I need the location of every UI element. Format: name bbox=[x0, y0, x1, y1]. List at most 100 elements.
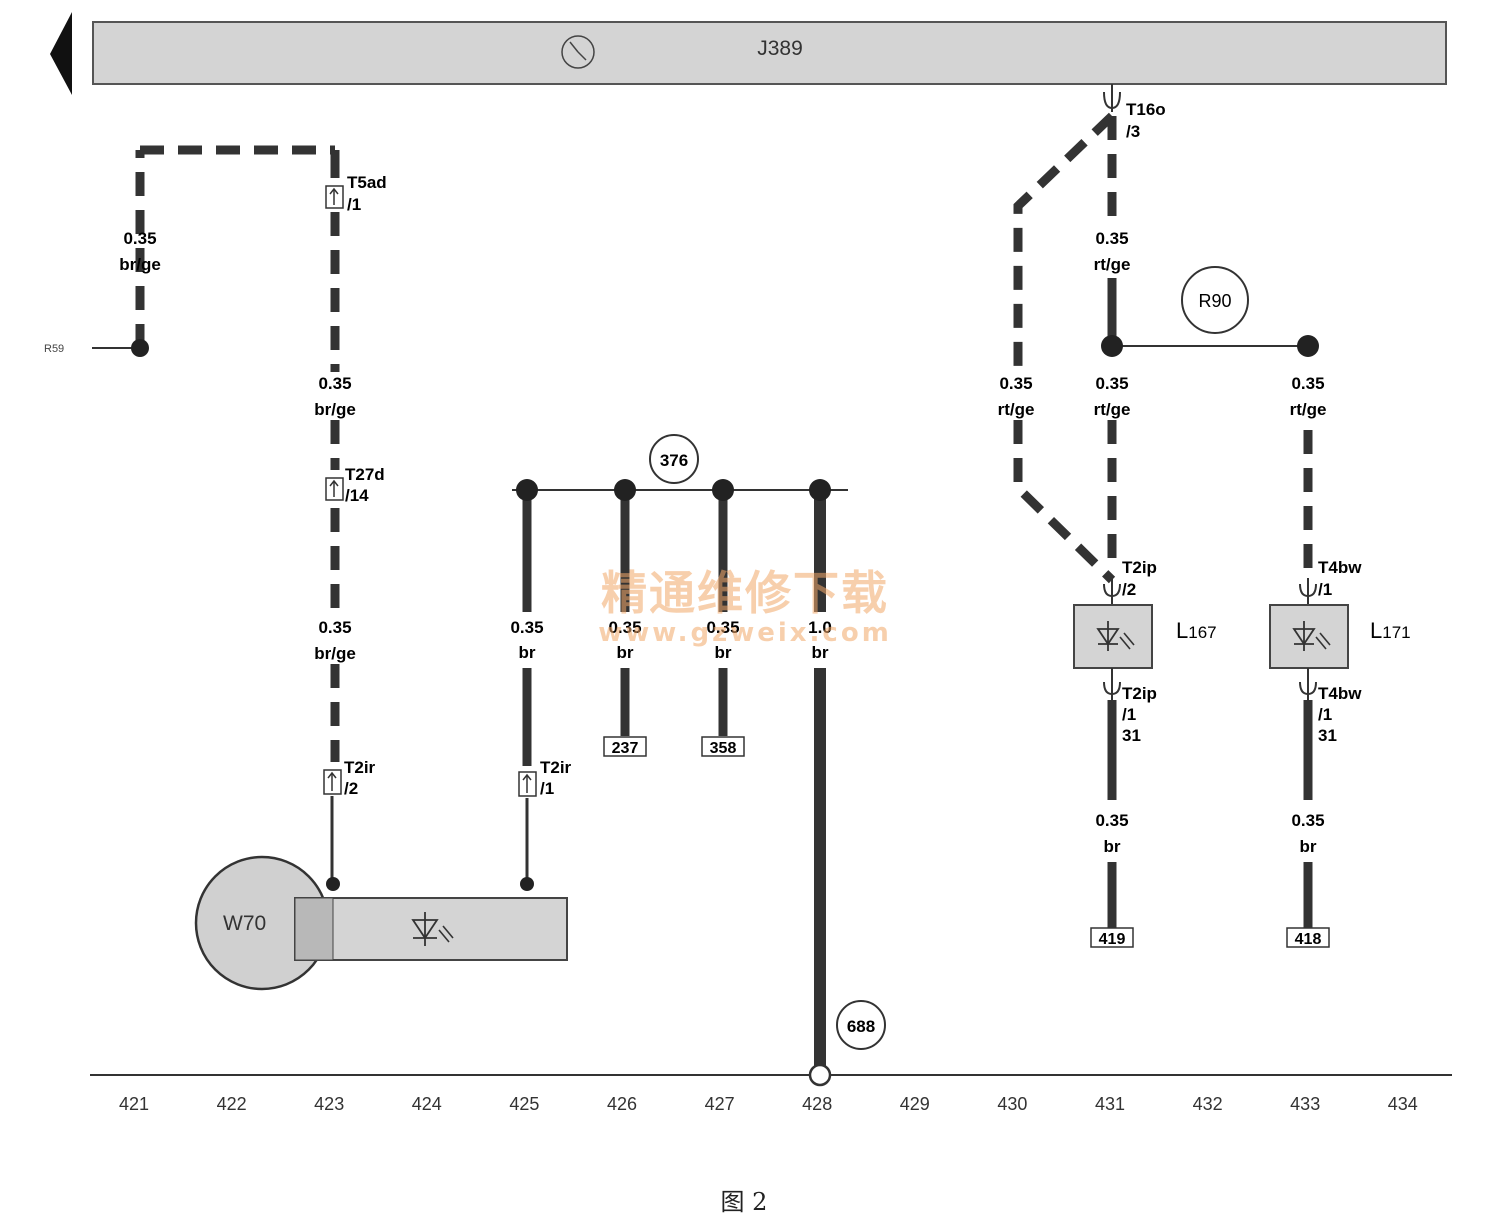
splice-dot bbox=[712, 479, 734, 501]
splice-dot bbox=[1101, 335, 1123, 357]
connector-t2ir-1 bbox=[518, 771, 537, 797]
ref-box-label: 358 bbox=[710, 740, 737, 757]
scale-number: 424 bbox=[412, 1094, 442, 1114]
component-label: L171 bbox=[1370, 618, 1411, 643]
connector-name: T27d bbox=[345, 465, 385, 484]
connector-name: T2ir bbox=[344, 758, 376, 777]
connector-t2ip-1 bbox=[1103, 668, 1121, 700]
wire-size-label: 0.35 bbox=[318, 374, 351, 393]
control-unit-label: J389 bbox=[757, 37, 803, 60]
ground-icon bbox=[808, 1063, 832, 1087]
wire-color-label: br bbox=[715, 643, 732, 662]
wire-color-label: br bbox=[1104, 837, 1121, 856]
scale-number: 427 bbox=[705, 1094, 735, 1114]
ref-circle-376 bbox=[649, 434, 699, 484]
figure-caption: 图 2 bbox=[720, 1188, 768, 1216]
connector-pin: /2 bbox=[1122, 580, 1136, 599]
ref-circle-r90 bbox=[1181, 266, 1249, 334]
ref-box-label: 237 bbox=[612, 740, 639, 757]
ref-box-237[interactable] bbox=[603, 736, 647, 757]
ref-box-label: 418 bbox=[1295, 931, 1322, 948]
connector-pin: /1 bbox=[1318, 580, 1332, 599]
ref-circle-label: 688 bbox=[847, 1017, 875, 1036]
connector-t2ir-2 bbox=[323, 769, 342, 795]
connector-t2ip-2 bbox=[1103, 578, 1121, 604]
control-unit-j389 bbox=[92, 21, 1447, 85]
scale-number: 431 bbox=[1095, 1094, 1125, 1114]
wire-size-label: 0.35 bbox=[510, 618, 543, 637]
wire-rt-ge-branch bbox=[1013, 112, 1116, 584]
component-prefix: L bbox=[1176, 618, 1188, 643]
wire-color-label: br/ge bbox=[119, 255, 161, 274]
scale-number: 426 bbox=[607, 1094, 637, 1114]
component-label: W70 bbox=[223, 912, 266, 935]
splice-dot bbox=[614, 479, 636, 501]
connector-name: T4bw bbox=[1318, 684, 1362, 703]
ref-r59: R59 bbox=[44, 343, 64, 355]
splice-dot bbox=[809, 479, 831, 501]
wire-size-label: 0.35 bbox=[1291, 374, 1324, 393]
ref-circle-label: R90 bbox=[1198, 291, 1231, 311]
splice-dot bbox=[1297, 335, 1319, 357]
connector-pin: /3 bbox=[1126, 122, 1140, 141]
led-icon bbox=[411, 912, 454, 946]
scale-number: 422 bbox=[217, 1094, 247, 1114]
connector-name: T16o bbox=[1126, 100, 1166, 119]
connector-t4bw-1-bottom bbox=[1299, 668, 1317, 700]
terminal-dot bbox=[520, 877, 534, 891]
scale-number: 423 bbox=[314, 1094, 344, 1114]
connector-pin: /1 bbox=[347, 195, 361, 214]
wire-size-label: 0.35 bbox=[608, 618, 641, 637]
connector-t4bw-1 bbox=[1299, 578, 1317, 604]
connector-t27d bbox=[325, 477, 344, 501]
wire-color-label: br bbox=[1300, 837, 1317, 856]
component-w70-overlap bbox=[294, 897, 334, 961]
arrow-left-icon[interactable] bbox=[50, 12, 72, 95]
connector-pin: /2 bbox=[344, 779, 358, 798]
connector-pin: /14 bbox=[345, 486, 369, 505]
wire-color-label: br bbox=[812, 643, 829, 662]
wire-color-label: rt/ge bbox=[998, 400, 1035, 419]
wire-size-label: 0.35 bbox=[706, 618, 739, 637]
wire-color-label: rt/ge bbox=[1290, 400, 1327, 419]
wire-size-label: 0.35 bbox=[318, 618, 351, 637]
connector-t16o bbox=[1103, 84, 1121, 112]
wire-size-label: 0.35 bbox=[1095, 229, 1128, 248]
connector-name: T2ip bbox=[1122, 684, 1157, 703]
splice-dot bbox=[131, 339, 149, 357]
ref-circle-label: 376 bbox=[660, 451, 688, 470]
component-label: L167 bbox=[1176, 618, 1217, 643]
wire-size-label: 0.35 bbox=[123, 229, 156, 248]
scale-number: 433 bbox=[1290, 1094, 1320, 1114]
scale-number: 434 bbox=[1388, 1094, 1418, 1114]
ref-circle-688 bbox=[836, 1000, 886, 1050]
connector-pin: /1 bbox=[540, 779, 554, 798]
wire-size-label: 0.35 bbox=[1095, 811, 1128, 830]
component-sub: 171 bbox=[1382, 623, 1410, 642]
ref-box-358[interactable] bbox=[701, 736, 745, 757]
wire-size-label: 1.0 bbox=[808, 618, 832, 637]
wire-color-label: rt/ge bbox=[1094, 255, 1131, 274]
wire-size-label: 0.35 bbox=[1095, 374, 1128, 393]
wire-size-label: 0.35 bbox=[999, 374, 1032, 393]
ref-box-label: 419 bbox=[1099, 931, 1126, 948]
wire-br-ge-left bbox=[135, 145, 340, 884]
led-icon bbox=[1096, 621, 1135, 651]
scale-number: 421 bbox=[119, 1094, 149, 1114]
connector-name: T2ir bbox=[540, 758, 572, 777]
pin-number: 31 bbox=[1122, 726, 1141, 745]
connector-pin: /1 bbox=[1122, 705, 1136, 724]
connector-name: T4bw bbox=[1318, 558, 1362, 577]
terminal-dot bbox=[326, 877, 340, 891]
wire-color-label: br/ge bbox=[314, 644, 356, 663]
component-w70-body bbox=[294, 897, 568, 961]
wire-color-label: rt/ge bbox=[1094, 400, 1131, 419]
ref-box-419[interactable] bbox=[1090, 927, 1134, 948]
scale-number: 429 bbox=[900, 1094, 930, 1114]
ref-box-418[interactable] bbox=[1286, 927, 1330, 948]
connector-name: T2ip bbox=[1122, 558, 1157, 577]
wire-color-label: br/ge bbox=[314, 400, 356, 419]
component-prefix: L bbox=[1370, 618, 1382, 643]
